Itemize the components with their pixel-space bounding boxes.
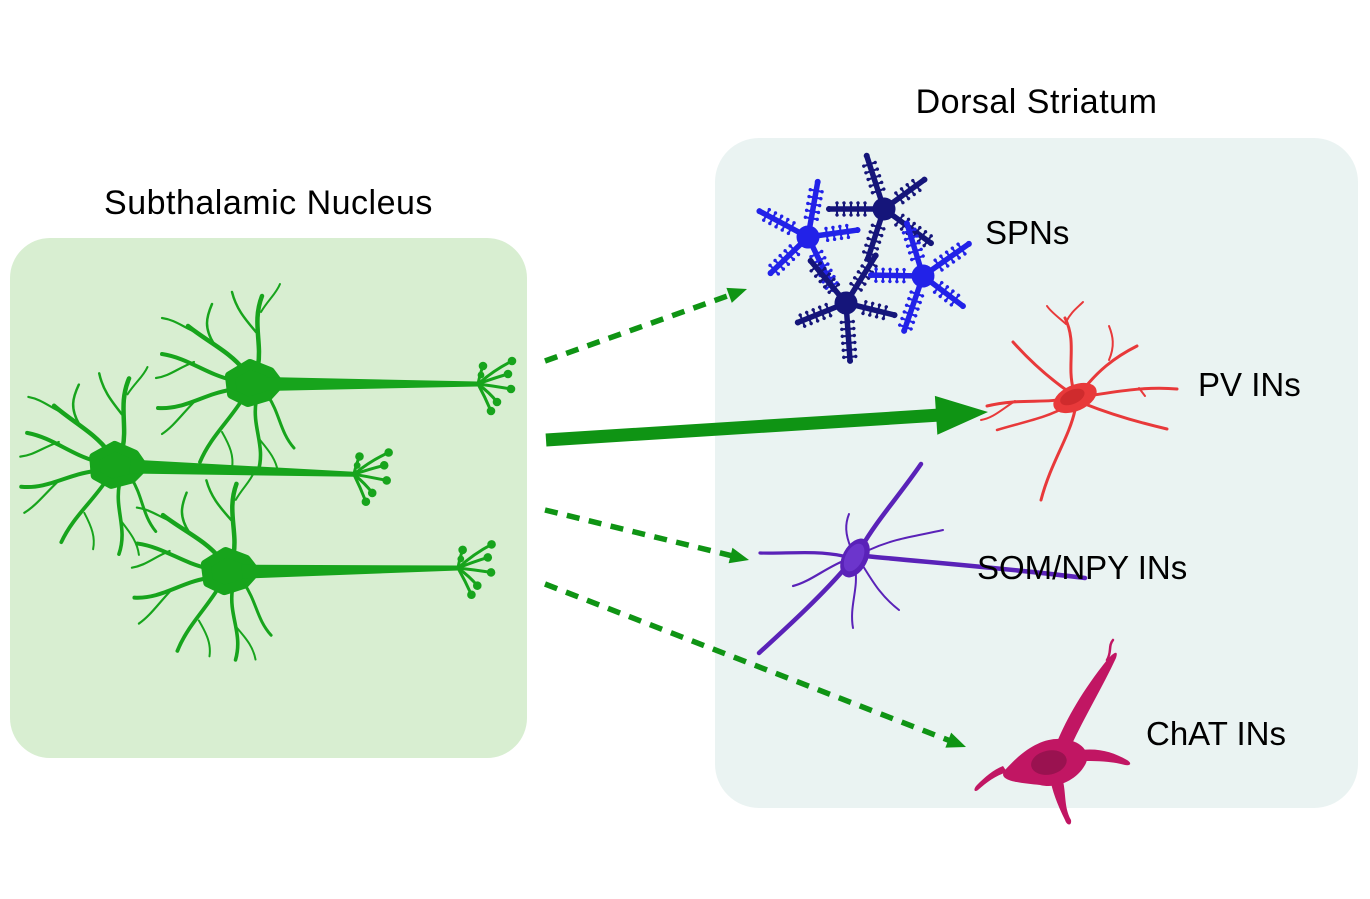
axon-terminal	[476, 356, 517, 416]
projection-arrow-pv-ins	[545, 395, 988, 447]
axon-terminal	[456, 540, 496, 600]
spn-cell	[868, 220, 972, 334]
dorsal-striatum-box	[715, 138, 1358, 808]
projection-arrow-spns	[544, 287, 747, 364]
projection-arrow-chat-ins	[544, 581, 966, 748]
stn-neuron	[130, 470, 496, 662]
subthalamic-nucleus-box	[10, 238, 527, 758]
spn-cell	[794, 252, 898, 364]
pv-ins-label: PV INs	[1198, 366, 1301, 403]
chat-ins-label: ChAT INs	[1146, 715, 1286, 752]
subthalamic-nucleus-title: Subthalamic Nucleus	[104, 184, 433, 222]
spn-cell	[756, 178, 861, 293]
stn-neuron	[154, 283, 517, 474]
axon-terminal	[352, 448, 393, 507]
som-npy-cell	[756, 461, 1088, 656]
chat-cell	[974, 638, 1131, 825]
spns-label: SPNs	[985, 214, 1070, 251]
projection-arrow-som-npy-ins	[544, 507, 749, 564]
pv-cell	[980, 301, 1179, 502]
spn-cell	[825, 152, 934, 262]
dorsal-striatum-title: Dorsal Striatum	[915, 83, 1158, 121]
stn-neuron	[19, 366, 393, 556]
som-npy-ins-label: SOM/NPY INs	[977, 549, 1188, 586]
